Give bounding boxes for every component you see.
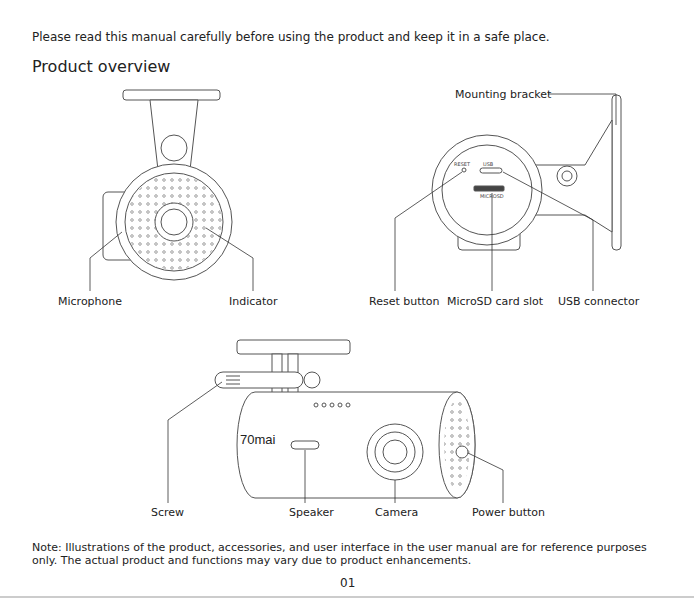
part-label: Indicator <box>229 295 278 308</box>
part-label: Microphone <box>58 295 122 308</box>
part-label: Camera <box>375 506 418 519</box>
part-label: USB connector <box>558 295 639 308</box>
section-title: Product overview <box>32 57 170 76</box>
page-rule <box>0 597 694 598</box>
footnote: Note: Illustrations of the product, acce… <box>32 541 672 567</box>
page-number: 01 <box>340 576 355 590</box>
part-label: MicroSD card slot <box>447 295 543 308</box>
side-view <box>215 340 475 498</box>
part-label: Power button <box>472 506 545 519</box>
port-marking: MICROSD <box>480 193 504 199</box>
part-label: Reset button <box>369 295 440 308</box>
port-marking: RESET <box>454 161 470 167</box>
part-label: Speaker <box>289 506 334 519</box>
part-label: Screw <box>151 506 184 519</box>
part-label: Mounting bracket <box>455 88 551 101</box>
leader-lines <box>90 94 616 503</box>
brand-logo: 70mai <box>240 432 275 448</box>
intro-note: Please read this manual carefully before… <box>32 30 672 44</box>
port-marking: USB <box>483 161 493 167</box>
front-view <box>103 90 232 280</box>
